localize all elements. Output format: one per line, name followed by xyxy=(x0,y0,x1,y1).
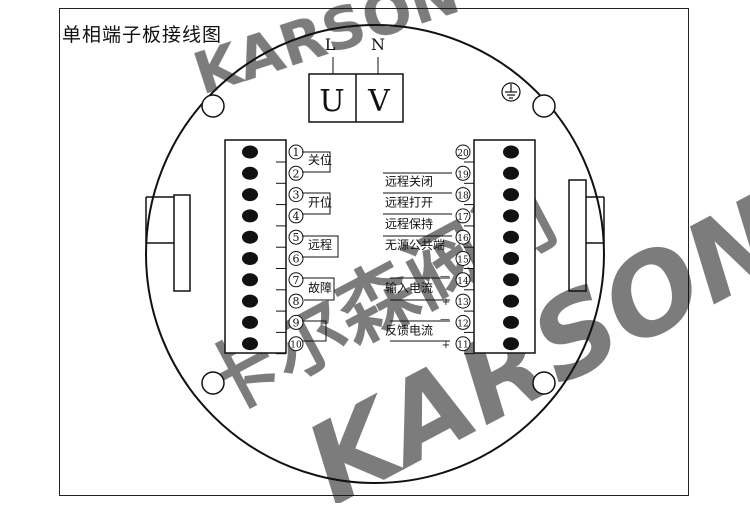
terminal-screw xyxy=(242,209,258,223)
terminal-number: 17 xyxy=(457,213,469,223)
mounting-holes xyxy=(201,94,556,395)
terminal-number: 13 xyxy=(457,298,469,308)
terminal-number-badge xyxy=(455,229,471,245)
diagram-title: 单相端子板接线图 xyxy=(62,24,223,46)
right-bracket xyxy=(568,179,605,292)
terminal-label: 远程保持 xyxy=(385,216,433,231)
mounting-hole xyxy=(201,94,225,118)
terminal-number: 7 xyxy=(293,274,300,287)
right-contact-lines xyxy=(383,172,452,342)
earth-ground-icon xyxy=(501,82,521,102)
terminal-screw xyxy=(242,145,258,159)
frame-border xyxy=(59,8,689,496)
terminal-number: 11 xyxy=(457,341,468,351)
terminal-number-badge xyxy=(288,229,304,245)
terminal-number-badge xyxy=(288,208,304,224)
terminal-number-badge xyxy=(288,187,304,203)
terminal-number-badge xyxy=(455,251,471,266)
terminal-screw xyxy=(503,145,519,159)
terminal-number-badge xyxy=(288,251,304,266)
terminal-label: 无源公共端 xyxy=(385,238,445,252)
terminal-screw xyxy=(242,188,258,202)
terminal-number: 3 xyxy=(293,189,300,202)
terminal-number: 8 xyxy=(293,295,300,308)
terminal-number: 5 xyxy=(293,231,300,244)
terminal-number-badge xyxy=(455,336,471,352)
terminal-label: 远程关闭 xyxy=(385,173,433,188)
terminal-screw xyxy=(242,294,258,308)
terminal-number: 10 xyxy=(290,341,302,351)
terminal-screw xyxy=(242,166,258,180)
terminal-number-badge xyxy=(288,336,304,352)
terminal-number-badge xyxy=(455,187,471,203)
terminal-label: 远程 xyxy=(308,237,332,252)
terminal-number-badge xyxy=(455,314,471,330)
polarity-minus: — xyxy=(440,314,450,325)
terminal-number: 14 xyxy=(457,277,469,287)
terminal-screw xyxy=(242,230,258,244)
mounting-hole xyxy=(532,94,556,118)
terminal-number-badge xyxy=(455,144,471,160)
terminal-screw xyxy=(242,252,258,265)
terminal-number: 20 xyxy=(457,149,469,159)
left-contact-lines xyxy=(302,151,339,342)
terminal-screw xyxy=(503,273,519,287)
terminal-label: 关位 xyxy=(308,152,332,167)
terminal-number-badge xyxy=(288,314,304,330)
terminal-screw xyxy=(503,166,519,180)
power-terminal: L N U V xyxy=(308,35,404,123)
housing-circle xyxy=(145,24,605,484)
terminal-number: 4 xyxy=(293,210,300,223)
terminal-number: 1 xyxy=(293,146,300,159)
terminal-screw xyxy=(242,337,258,351)
terminal-label: 反馈电流 xyxy=(385,323,433,337)
terminal-number: 9 xyxy=(293,316,300,329)
terminal-number-badge xyxy=(455,208,471,224)
terminal-screw xyxy=(242,315,258,329)
terminal-screw xyxy=(503,230,519,244)
terminal-number-badge xyxy=(288,272,304,288)
label-neutral: N xyxy=(371,35,385,54)
terminal-label: 开位 xyxy=(308,195,332,210)
polarity-minus: — xyxy=(440,271,450,282)
mounting-hole xyxy=(201,371,225,395)
terminal-screw xyxy=(503,252,519,265)
terminal-u: U xyxy=(319,84,344,119)
terminal-screw xyxy=(503,294,519,308)
terminal-number-badge xyxy=(288,293,304,309)
terminal-number: 19 xyxy=(457,170,469,180)
terminal-label: 输入电流 xyxy=(385,280,433,295)
polarity-plus: + xyxy=(442,297,450,308)
left-bracket xyxy=(145,194,191,292)
terminal-number: 6 xyxy=(293,253,300,266)
terminal-label: 故障 xyxy=(308,280,332,295)
terminal-screw xyxy=(503,315,519,329)
right-terminal-strip: 20 19 远程关闭 18 远程打开 17 远程保持 16 无源公共端 15 14 输入电流 13 12 反… xyxy=(385,144,519,355)
terminal-number: 18 xyxy=(457,192,469,202)
terminal-screw xyxy=(503,188,519,202)
terminal-number: 15 xyxy=(457,256,469,266)
terminal-label: 远程打开 xyxy=(385,195,433,210)
mounting-hole xyxy=(532,371,556,395)
polarity-plus: + xyxy=(442,340,450,351)
terminal-v: V xyxy=(367,84,391,119)
terminal-screw xyxy=(242,273,258,287)
terminal-screw xyxy=(503,209,519,223)
terminal-number: 12 xyxy=(457,319,468,329)
left-terminal-strip: 1 关位 2 3 开位 4 5 远程 6 7 故障 8 9 10 xyxy=(242,144,332,355)
label-live: L xyxy=(325,35,336,54)
terminal-number-badge xyxy=(455,293,471,309)
terminal-number: 2 xyxy=(293,167,300,180)
terminal-number-badge xyxy=(455,165,471,181)
terminal-number: 16 xyxy=(457,234,469,244)
terminal-number-badge xyxy=(455,272,471,288)
terminal-number-badge xyxy=(288,165,304,181)
terminal-screw xyxy=(503,337,519,351)
